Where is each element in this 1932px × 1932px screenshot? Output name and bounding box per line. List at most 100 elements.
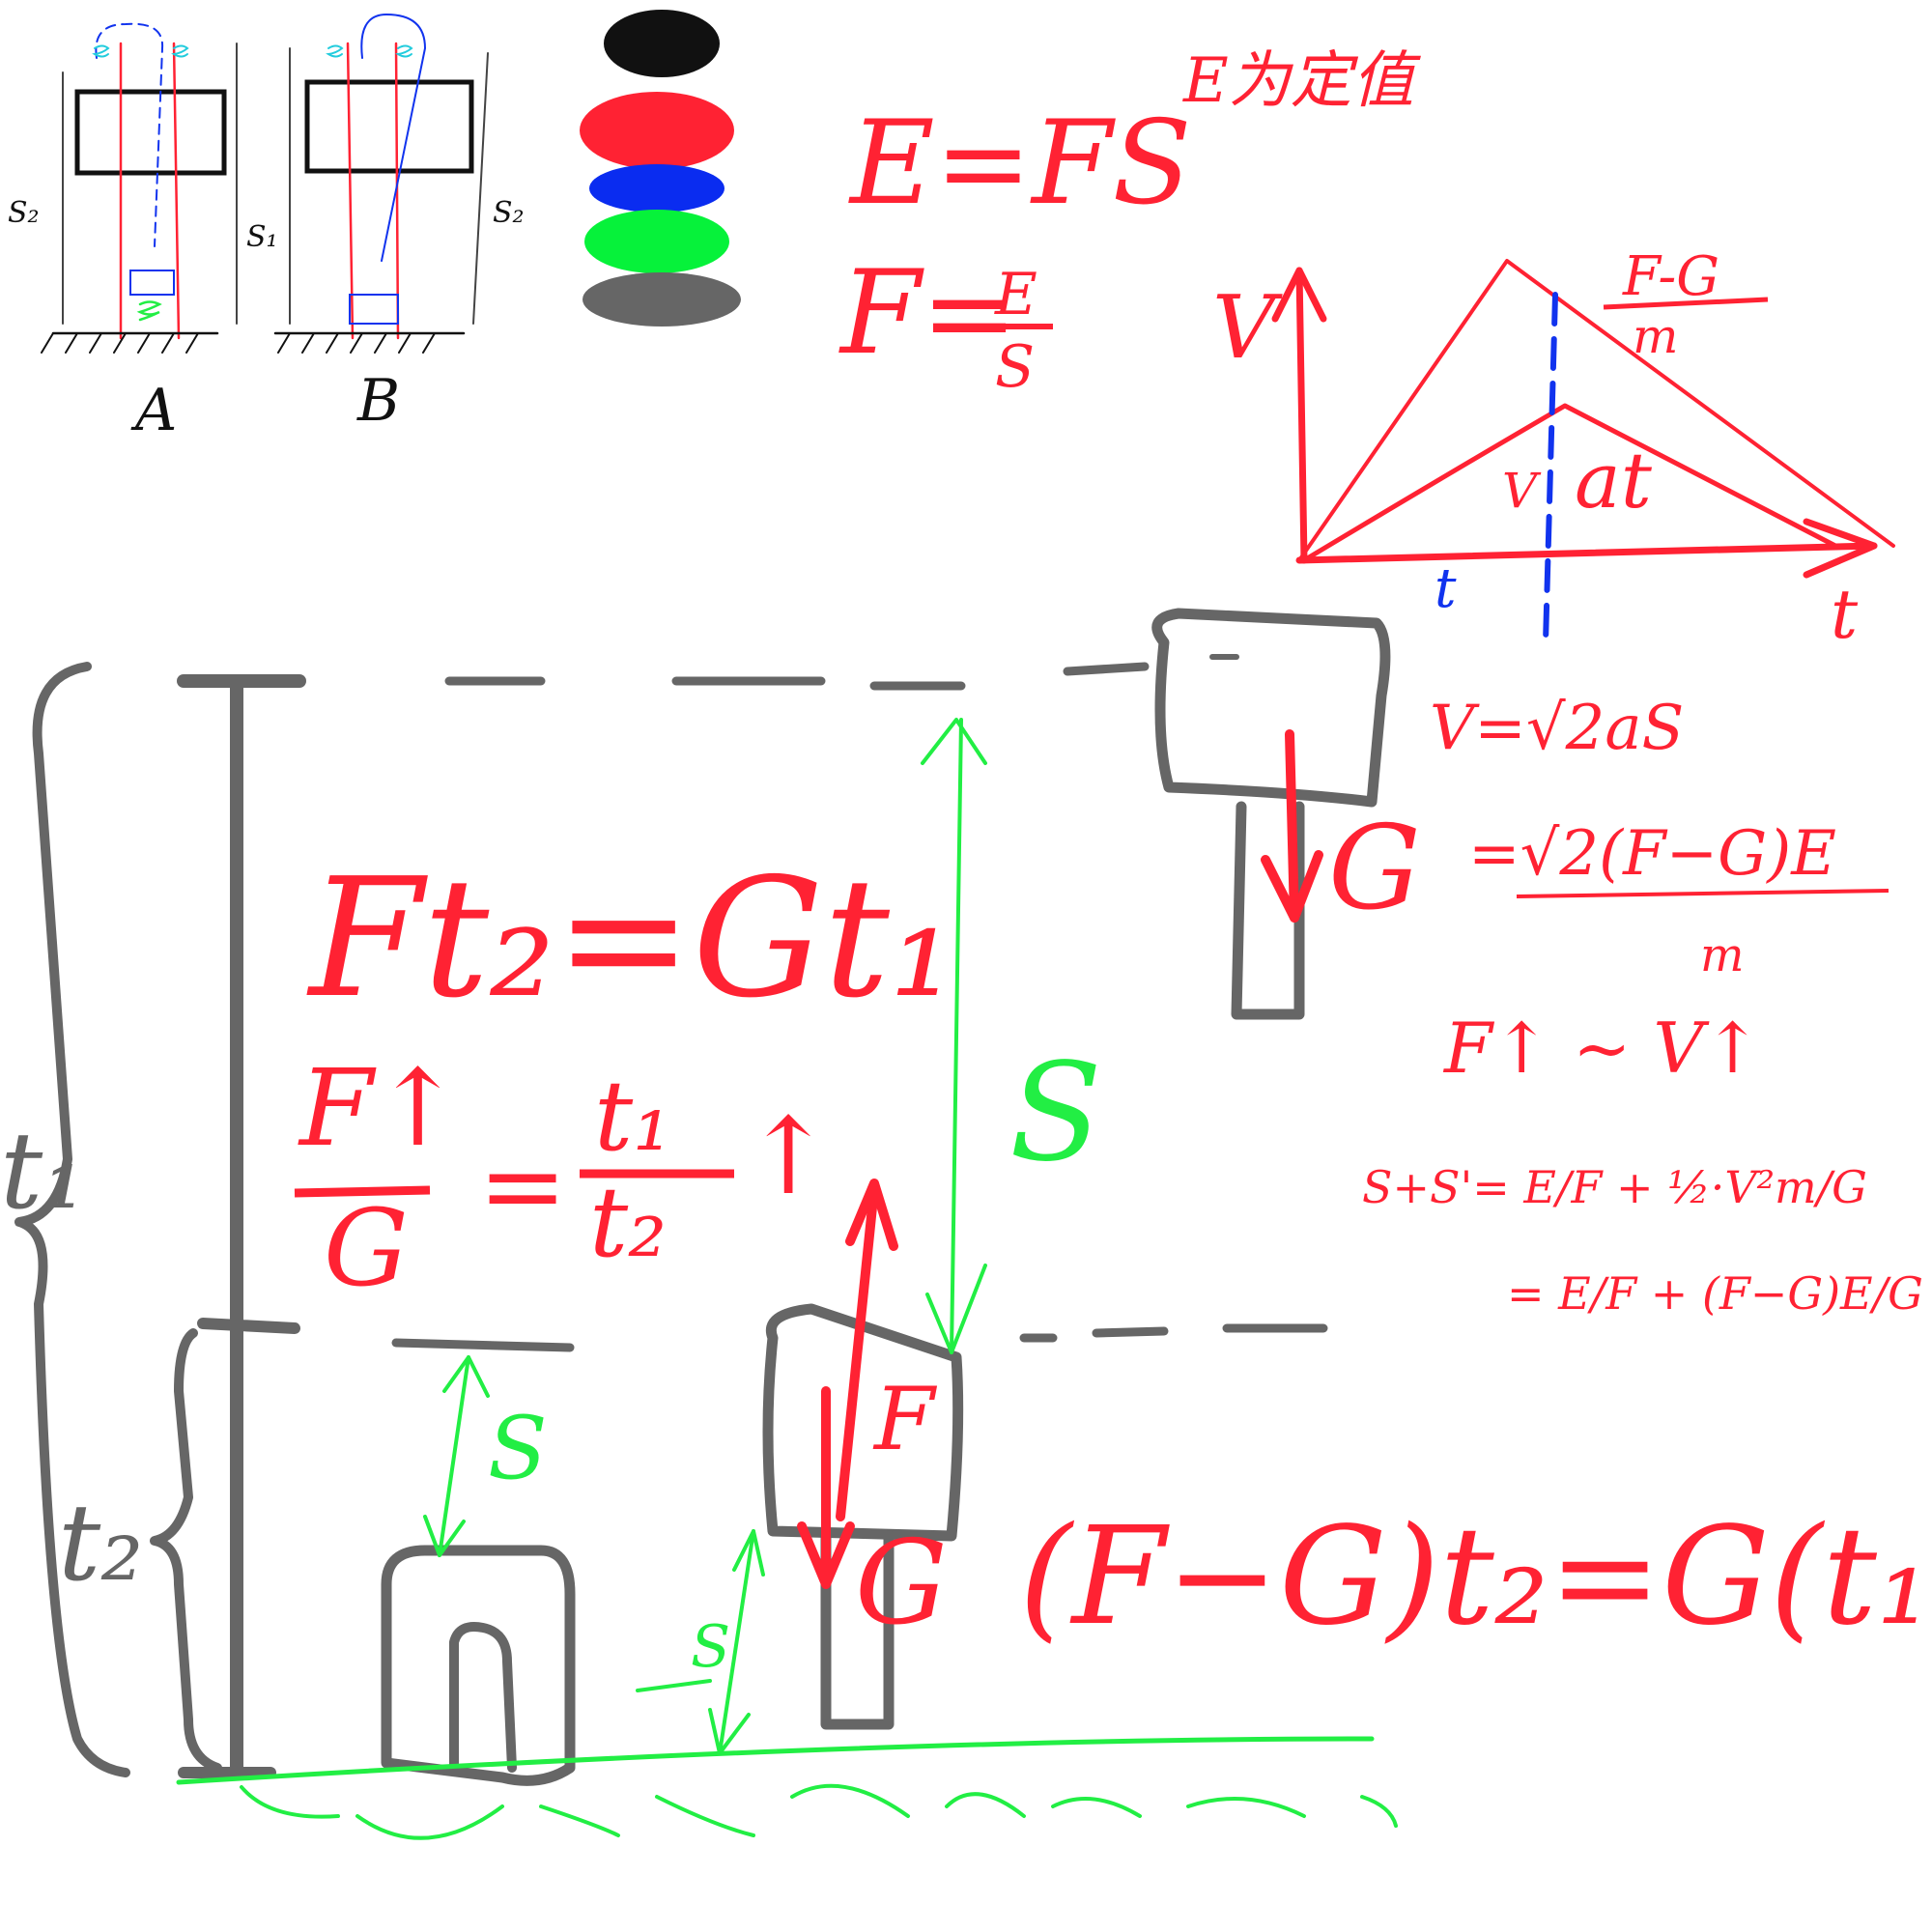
formula-e-const: E为定值	[1182, 45, 1422, 117]
force-g-top-arrow	[1285, 729, 1299, 923]
vt-t-mark: t	[1435, 557, 1457, 620]
mid-cap	[197, 1318, 300, 1334]
label-s-top: S	[1009, 1035, 1102, 1192]
force-f-arrowhead	[845, 1179, 898, 1251]
color-palette	[580, 10, 741, 327]
s-arrow-mid	[438, 1355, 470, 1557]
rope-a	[95, 22, 164, 247]
s-arrow-top-tail	[925, 1264, 987, 1354]
deriv-line4: S+S'= E/F + ½·V²m/G	[1362, 1161, 1867, 1213]
label-t2: t₂	[58, 1481, 143, 1605]
s-arrow-low-head	[732, 1529, 765, 1577]
label-s1: S₁	[246, 220, 278, 254]
force-g-low-arrowhead	[797, 1521, 855, 1589]
formula-f-num: E	[994, 261, 1037, 328]
weight-b	[349, 294, 399, 325]
inner-curve	[1301, 403, 1838, 563]
eq2-rhs-arrow: ↑	[744, 1094, 833, 1218]
deriv-line5: = E/F + (F−G)E/G	[1507, 1267, 1923, 1320]
swatch-black[interactable]	[604, 10, 720, 77]
label-s-low: S	[691, 1613, 730, 1681]
eq2-rhs-num: t₁	[594, 1060, 671, 1173]
deriv-line2-den: m	[1700, 928, 1745, 982]
brace-t2	[150, 1328, 222, 1773]
formula-f-den: S	[995, 333, 1035, 401]
label-a: A	[130, 377, 177, 444]
label-s-mid: S	[488, 1398, 548, 1499]
swatch-red[interactable]	[580, 92, 734, 169]
swatch-blue[interactable]	[589, 164, 724, 213]
rail-right-b	[394, 42, 400, 340]
s-arrow-top-head	[921, 718, 987, 765]
bottom-block	[381, 1545, 576, 1786]
vt-slope-bar	[1603, 297, 1769, 310]
mini-diagram-b	[273, 13, 489, 354]
block-b	[304, 79, 474, 174]
vt-t-axis-label: t	[1831, 575, 1859, 654]
top-dashed-line	[444, 662, 1150, 691]
rope-b	[360, 13, 427, 262]
label-b: B	[356, 367, 400, 435]
vt-slope-den: m	[1633, 308, 1678, 364]
s-arrow-mid-head	[442, 1355, 490, 1398]
eq2-equals: =	[478, 1123, 567, 1247]
eq2-lhs-num: F↑	[298, 1046, 463, 1170]
force-f-arrow	[836, 1183, 879, 1521]
deriv-line3: F↑ ~ V↑	[1442, 1008, 1762, 1089]
brace-t1	[14, 662, 130, 1777]
mid-post	[820, 1530, 895, 1730]
rail-right-a	[172, 42, 181, 340]
s-arrow-low	[718, 1529, 755, 1755]
s-arrow-mid-tail	[423, 1515, 466, 1557]
eq2-lhs-den: G	[324, 1186, 409, 1310]
formula-f-lhs: F=	[838, 246, 1018, 381]
spring-a	[136, 300, 162, 322]
spring-top-a2	[171, 44, 189, 58]
force-f-label: F	[872, 1369, 938, 1470]
vt-slope-num: F-G	[1622, 245, 1719, 308]
t-marker-dash	[1543, 292, 1558, 645]
green-annotations	[176, 718, 1398, 1840]
ground-line	[176, 1736, 1375, 1785]
bottom-post	[449, 1622, 517, 1773]
top-block	[1151, 608, 1391, 808]
vt-at-label: at	[1575, 436, 1653, 526]
deriv-line1: V=√2aS	[1430, 693, 1684, 764]
spring-top-b2	[395, 44, 413, 58]
mid-block	[762, 1303, 964, 1542]
outer-triangle	[1297, 259, 1895, 562]
spring-top-b1	[326, 44, 344, 58]
v-axis	[1295, 267, 1308, 564]
mid-dashed-line	[391, 1323, 1328, 1352]
ground-hatch-a	[41, 332, 199, 354]
label-s2-left: S₂	[8, 196, 40, 230]
eq2-lhs-bar	[294, 1185, 431, 1198]
rail-left-b	[346, 42, 355, 340]
deriv-line2-bar	[1516, 889, 1889, 898]
swatch-gray[interactable]	[582, 272, 741, 327]
force-g-top-arrowhead	[1261, 850, 1323, 923]
eq-ratio: F↑ G = t₁ t₂ ↑	[294, 1046, 833, 1310]
deriv-line2: =√2(F−G)E	[1468, 818, 1836, 890]
force-g-low-label: G	[855, 1517, 948, 1651]
ground-hatch-b	[277, 332, 436, 354]
s-low-tick	[636, 1679, 712, 1692]
mini-diagram-a	[41, 22, 238, 354]
t-axis	[1295, 542, 1878, 564]
swatch-green[interactable]	[584, 210, 729, 273]
s-arrow-low-tail	[708, 1708, 751, 1755]
s-arrow-top	[950, 718, 963, 1354]
eq-ft2-gt1: Ft₂=Gt₁	[306, 843, 955, 1035]
spring-top-a1	[92, 44, 110, 58]
label-s2-right: S₂	[493, 196, 525, 230]
vt-v-label: V	[1502, 463, 1542, 519]
label-t1: t₁	[0, 1109, 85, 1233]
eq-f-minus-g: (F−G)t₂=G(t₁−t₂)	[1019, 1498, 1932, 1656]
v-axis-arrow	[1271, 267, 1327, 323]
block-a	[74, 89, 227, 176]
weight-a	[129, 270, 175, 296]
eq2-rhs-den: t₂	[589, 1166, 667, 1279]
force-arrows	[797, 729, 1323, 1589]
vt-v-axis-label: V	[1212, 277, 1283, 379]
